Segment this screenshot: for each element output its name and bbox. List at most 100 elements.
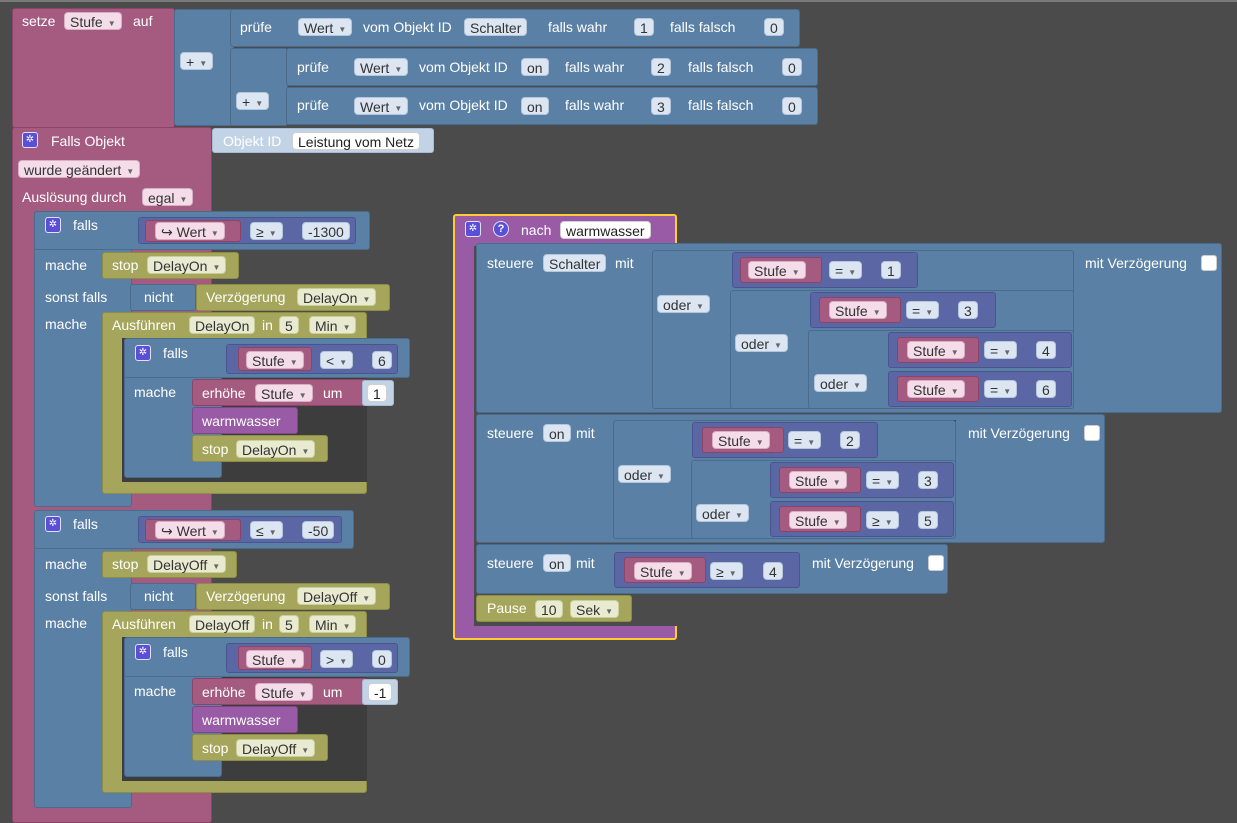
cmp-2-3-var-dropdown[interactable]: Stufe▼: [789, 511, 847, 529]
check-object-3[interactable]: on: [521, 97, 549, 115]
return-value-dropdown-2[interactable]: ↪ Wert▼: [155, 521, 225, 539]
gear-icon[interactable]: ✲: [45, 516, 61, 532]
check-true-value-3[interactable]: 3: [651, 97, 671, 115]
compare-value-2[interactable]: -50: [302, 521, 335, 539]
cmp-1-2-var-dropdown[interactable]: Stufe▼: [829, 301, 887, 319]
return-value-dropdown-1[interactable]: ↪ Wert▼: [155, 222, 225, 240]
control-delay-checkbox-2[interactable]: [1084, 425, 1100, 441]
op-dropdown-2[interactable]: ≤▼: [250, 521, 283, 539]
exec-unit-dropdown-2[interactable]: Min▼: [309, 615, 357, 633]
stop-var-dropdown-1b[interactable]: DelayOn▼: [236, 440, 316, 458]
delay-var-dropdown-1[interactable]: DelayOn▼: [297, 288, 377, 306]
check-object-1[interactable]: Schalter: [464, 18, 528, 36]
compare-value-1[interactable]: -1300: [302, 222, 350, 240]
inner-var-dropdown-1[interactable]: Stufe▼: [246, 351, 304, 369]
or-dropdown-1c[interactable]: oder▼: [814, 374, 867, 392]
pause-unit-dropdown[interactable]: Sek▼: [570, 600, 620, 618]
or-dropdown-2b[interactable]: oder▼: [696, 504, 749, 522]
control-object-2[interactable]: on: [543, 424, 571, 442]
cmp-2-1-var-dropdown[interactable]: Stufe▼: [712, 431, 770, 449]
stop-var-dropdown-2b[interactable]: DelayOff▼: [236, 739, 316, 757]
cmp-3-1-val[interactable]: 4: [763, 562, 783, 580]
stop-var-dropdown-1[interactable]: DelayOn▼: [147, 256, 227, 274]
or-dropdown-1a[interactable]: oder▼: [657, 295, 710, 313]
inner-op-dropdown-2[interactable]: >▼: [320, 650, 354, 668]
trigger-by-dropdown[interactable]: egal▼: [142, 188, 194, 206]
op-dropdown-1[interactable]: ≥▼: [250, 222, 283, 240]
not-block-1[interactable]: [130, 284, 196, 311]
cmp-1-4-val[interactable]: 6: [1036, 380, 1056, 398]
or-dropdown-1b[interactable]: oder▼: [735, 334, 788, 352]
check-false-value-2[interactable]: 0: [782, 58, 802, 76]
gear-icon[interactable]: ✲: [22, 132, 38, 148]
gear-icon[interactable]: ✲: [45, 217, 61, 233]
exec-num-2[interactable]: 5: [279, 615, 299, 633]
cmp-2-1-val[interactable]: 2: [840, 431, 860, 449]
cmp-1-1-op[interactable]: =▼: [829, 261, 863, 279]
cmp-3-1-var-dropdown[interactable]: Stufe▼: [634, 562, 692, 580]
cmp-2-2-val[interactable]: 3: [918, 471, 938, 489]
pause-value[interactable]: 10: [535, 600, 563, 618]
inner-op-dropdown-1[interactable]: <▼: [320, 351, 354, 369]
cmp-3-1-op[interactable]: ≥▼: [710, 562, 743, 580]
cmp-1-2-val[interactable]: 3: [958, 301, 978, 319]
proc-call-2[interactable]: [192, 706, 298, 733]
check-object-2[interactable]: on: [521, 58, 549, 76]
control-object-3[interactable]: on: [543, 554, 571, 572]
cmp-2-3-op[interactable]: ≥▼: [866, 511, 899, 529]
proc-call-label-1: warmwasser: [202, 413, 281, 429]
check-false-value-3[interactable]: 0: [782, 97, 802, 115]
gear-icon[interactable]: ✲: [135, 345, 151, 361]
delay-var-dropdown-2[interactable]: DelayOff▼: [297, 587, 377, 605]
exec-num-1[interactable]: 5: [279, 316, 299, 334]
control-object-1[interactable]: Schalter: [543, 254, 607, 272]
check-true-value-1[interactable]: 1: [634, 18, 654, 36]
cmp-1-4-var-dropdown[interactable]: Stufe▼: [907, 380, 965, 398]
gear-icon[interactable]: ✲: [135, 644, 151, 660]
cmp-1-3-var-dropdown[interactable]: Stufe▼: [907, 341, 965, 359]
set-variable-dropdown[interactable]: Stufe▼: [64, 12, 122, 30]
check-attr-dropdown-3[interactable]: Wert▼: [354, 97, 409, 115]
cmp-2-2-op[interactable]: =▼: [866, 471, 900, 489]
changed-dropdown[interactable]: wurde geändert▼: [18, 160, 141, 178]
do-label-1: mache: [45, 257, 88, 273]
elseif-label-1: sonst falls: [45, 289, 108, 305]
inner-val-1[interactable]: 6: [372, 351, 392, 369]
increase-var-dropdown-1[interactable]: Stufe▼: [255, 384, 313, 402]
check-true-value-2[interactable]: 2: [651, 58, 671, 76]
cmp-1-1-val[interactable]: 1: [881, 261, 901, 279]
exec-unit-dropdown-1[interactable]: Min▼: [309, 316, 357, 334]
cmp-1-1-var-dropdown[interactable]: Stufe▼: [748, 261, 806, 279]
cmp-2-3-val[interactable]: 5: [918, 511, 938, 529]
cmp-1-2-op[interactable]: =▼: [906, 301, 940, 319]
cmp-2-2-var-dropdown[interactable]: Stufe▼: [789, 471, 847, 489]
control-delay-checkbox-3[interactable]: [928, 555, 944, 571]
exec-var-1[interactable]: DelayOn: [189, 316, 256, 334]
cmp-1-4-op[interactable]: =▼: [984, 380, 1018, 398]
plus-dropdown-1[interactable]: +▼: [180, 52, 214, 70]
or-dropdown-2a[interactable]: oder▼: [618, 465, 671, 483]
exec-var-2[interactable]: DelayOff: [189, 615, 256, 633]
increase-value-1[interactable]: 1: [367, 384, 387, 402]
inner-var-dropdown-2[interactable]: Stufe▼: [246, 650, 304, 668]
help-icon[interactable]: ?: [493, 221, 509, 237]
inner-val-2[interactable]: 0: [372, 650, 392, 668]
check-attr-dropdown-1[interactable]: Wert▼: [298, 18, 353, 36]
function-name[interactable]: warmwasser: [560, 221, 651, 239]
gear-icon[interactable]: ✲: [465, 221, 481, 237]
cmp-2-1-op[interactable]: =▼: [788, 431, 822, 449]
increase-var-dropdown-2[interactable]: Stufe▼: [255, 683, 313, 701]
not-block-2[interactable]: [130, 583, 196, 610]
stop-var-dropdown-2[interactable]: DelayOff▼: [147, 555, 227, 573]
object-id-value[interactable]: Leistung vom Netz: [292, 132, 420, 150]
plus-dropdown-2[interactable]: +▼: [236, 92, 270, 110]
check-attr-dropdown-2[interactable]: Wert▼: [354, 58, 409, 76]
cmp-1-3-op[interactable]: =▼: [984, 341, 1018, 359]
check-false-value-1[interactable]: 0: [764, 18, 784, 36]
plus-mutator-block-2[interactable]: [230, 48, 288, 126]
increase-value-2[interactable]: -1: [368, 683, 393, 701]
proc-call-1[interactable]: [192, 407, 298, 434]
cmp-1-3-val[interactable]: 4: [1036, 341, 1056, 359]
control-delay-checkbox-1[interactable]: [1201, 255, 1217, 271]
check-false-label-1: falls falsch: [670, 19, 736, 35]
